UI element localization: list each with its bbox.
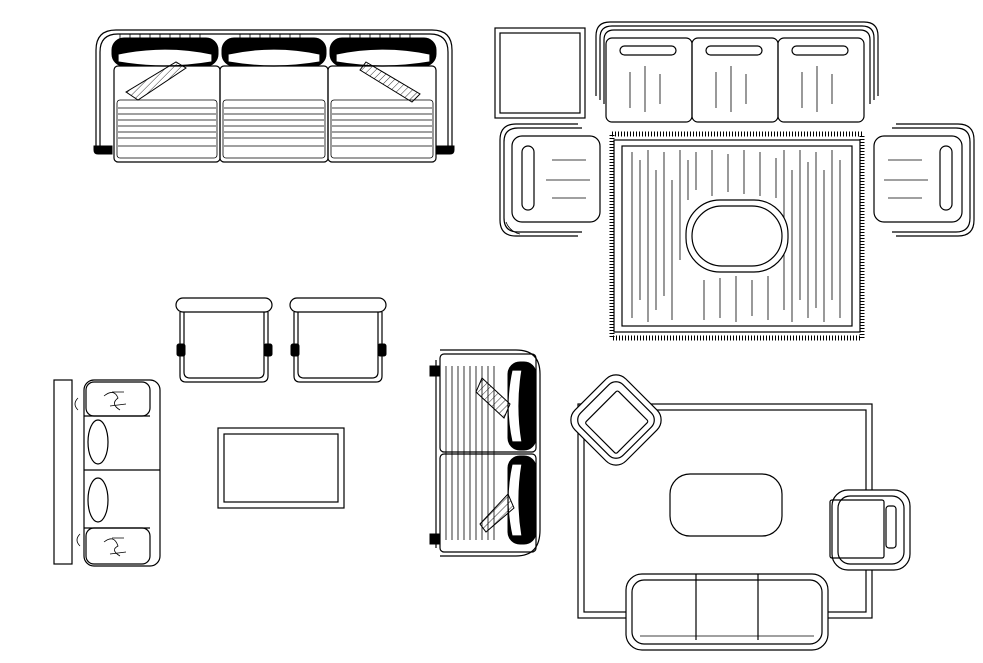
three-seat-sofa	[595, 21, 879, 123]
armchair-left	[499, 123, 601, 237]
rectangular-coffee-table	[217, 427, 345, 509]
three-seat-sofa-with-cushions	[93, 29, 455, 163]
two-seat-sofa-with-cushions	[429, 349, 541, 557]
side-table-square	[494, 27, 586, 119]
area-rug-with-fringe	[609, 131, 865, 341]
lounge-chair-pair	[175, 297, 387, 383]
sofa-with-console	[53, 379, 161, 567]
armchair-right	[873, 123, 975, 237]
oval-coffee-table	[685, 199, 789, 273]
living-room-set	[570, 374, 911, 651]
